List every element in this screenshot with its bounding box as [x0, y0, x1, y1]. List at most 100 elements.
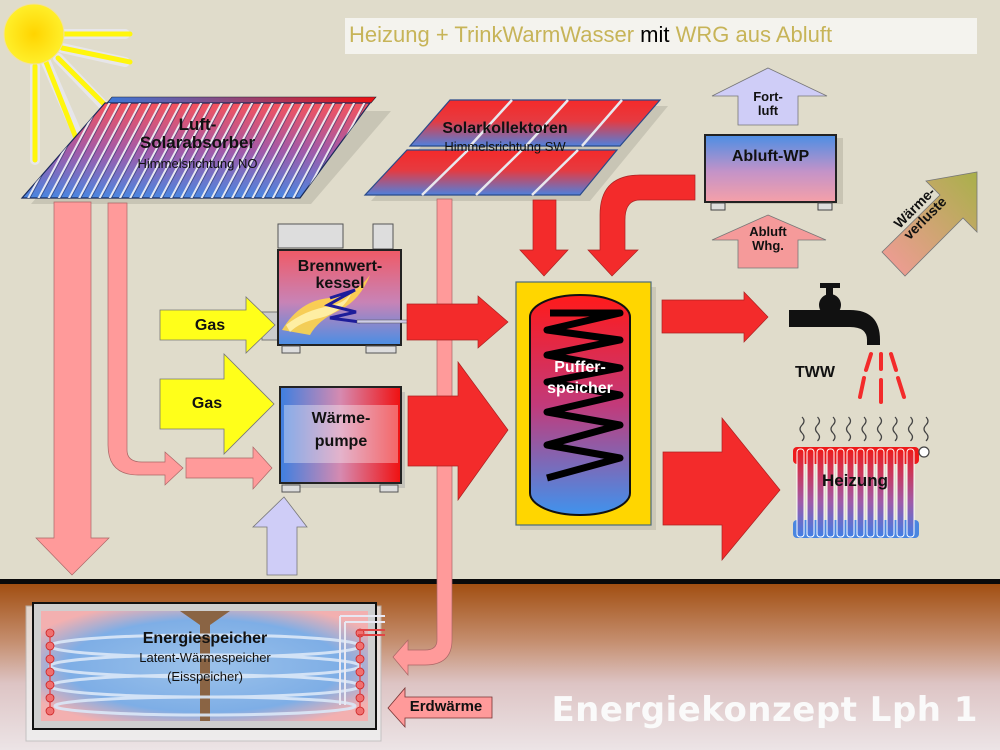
luft-solarabsorber-label: Luft- Solarabsorber Himmelsrichtung NO [115, 115, 280, 171]
pufferspeicher-line1: Puffer- [554, 359, 606, 376]
heat-wave-icon [892, 416, 898, 442]
solarkollektoren-subtitle: Himmelsrichtung SW [444, 139, 566, 155]
absorber-to-storage-arrow [35, 201, 110, 576]
heating-coil-dot [355, 667, 365, 677]
hp-to-buffer-arrow [407, 360, 509, 502]
wp-to-buffer-arrow [587, 174, 696, 277]
erdwaerme-arrow [387, 686, 493, 729]
heizung-label: Heizung [821, 471, 889, 490]
waermeverluste-arrow [881, 171, 978, 277]
heating-coil-dot [45, 667, 55, 677]
luft-solarabsorber-title-2: Solarabsorber [139, 133, 256, 153]
radiator-fin [906, 448, 915, 538]
title-mit: mit [640, 22, 670, 47]
bwk-to-buffer-arrow [406, 295, 509, 349]
energiespeicher-subtitle-2: (Eisspeicher) [167, 669, 243, 685]
heating-coil-dot [355, 680, 365, 690]
energiespeicher-tank [25, 602, 385, 742]
air-into-heatpump-arrow [252, 496, 308, 576]
gas-label-1: Gas [194, 317, 226, 334]
radiator-fin [846, 448, 855, 538]
radiator-fin [836, 448, 845, 538]
luft-solarabsorber-subtitle: Himmelsrichtung NO [137, 155, 258, 171]
absorber-to-heatpump-arrow [107, 202, 184, 486]
page-title: Heizung + TrinkWarmWasser mit WRG aus Ab… [349, 22, 832, 48]
fortluft-label: Fort- luft [738, 89, 798, 119]
buffer-to-heizung-arrow [662, 417, 781, 561]
waermepumpe-unit [279, 386, 405, 493]
brennwertkessel-line1: Brennwert- [297, 258, 383, 275]
abluft-whg-line1: Abluft [749, 224, 787, 239]
fortluft-line1: Fort- [753, 89, 783, 104]
gas-arrow-2 [159, 353, 275, 455]
gas-label-2: Gas [191, 395, 223, 412]
title-part1: Heizung + TrinkWarmWasser [349, 22, 635, 47]
heating-coil-dot [355, 693, 365, 703]
buffer-to-tww-arrow [661, 291, 769, 343]
heat-wave-icon [923, 416, 929, 442]
pufferspeicher-tank [515, 281, 656, 530]
solarkollektoren-label: Solarkollektoren Himmelsrichtung SW [420, 120, 590, 154]
heating-coil-dot [355, 654, 365, 664]
heat-wave-icon [861, 416, 867, 442]
abluft-whg-label: Abluft Whg. [735, 224, 801, 254]
radiator-fin [856, 448, 865, 538]
heat-wave-icon [830, 416, 836, 442]
heating-coil-dot [355, 706, 365, 716]
heating-coil-dot [45, 680, 55, 690]
solarkollektoren-title: Solarkollektoren [442, 120, 568, 137]
heating-coil-dot [45, 654, 55, 664]
radiator-fin [866, 448, 875, 538]
tww-label: TWW [795, 364, 835, 381]
heat-wave-icon [799, 416, 805, 442]
heating-coil-dot [45, 693, 55, 703]
waermepumpe-line2: pumpe [314, 433, 368, 451]
radiator-icon [793, 416, 930, 538]
solarkollektoren-panel [363, 99, 668, 201]
radiator-fin [796, 448, 805, 538]
gas-arrow-1 [159, 296, 276, 354]
title-part2: WRG aus Abluft [675, 22, 833, 47]
pufferspeicher-label: Puffer- speicher [530, 358, 630, 400]
abluft-whg-line2: Whg. [752, 238, 784, 254]
abluft-whg-arrow [711, 214, 827, 269]
heating-coil-dot [45, 641, 55, 651]
tap-icon [789, 283, 906, 404]
radiator-fin [816, 448, 825, 538]
brennwertkessel-label: Brennwert- kessel [280, 258, 400, 293]
fortluft-arrow [711, 67, 828, 126]
brennwertkessel-unit [261, 223, 418, 354]
heat-wave-icon [814, 416, 821, 442]
fortluft-line2: luft [757, 103, 779, 119]
radiator-fin [876, 448, 885, 538]
header-title-box: Heizung + TrinkWarmWasser mit WRG aus Ab… [345, 18, 977, 54]
luft-solarabsorber-title-1: Luft- [178, 115, 217, 134]
footer-title: Energiekonzept Lph 1 [551, 690, 978, 730]
heat-wave-icon [876, 416, 883, 442]
heating-coil-dot [45, 628, 55, 638]
erdwaerme-label: Erdwärme [409, 698, 483, 715]
pink-into-heatpump-arrow [185, 446, 273, 490]
heat-wave-icon [845, 416, 852, 442]
waermepumpe-label: Wärme- pumpe [282, 407, 400, 453]
abluft-wp-unit [704, 134, 843, 211]
brennwertkessel-line2: kessel [315, 275, 365, 293]
sun-icon [3, 3, 133, 165]
heating-coil-dot [45, 706, 55, 716]
heating-coil-dot [355, 641, 365, 651]
abluft-wp-label: Abluft-WP [731, 148, 810, 165]
radiator-fin [826, 448, 835, 538]
heat-wave-icon [907, 416, 914, 442]
radiator-fin [896, 448, 905, 538]
radiator-fin [806, 448, 815, 538]
energiespeicher-label: Energiespeicher Latent-Wärmespeicher (Ei… [105, 630, 305, 684]
luft-solarabsorber-panel [20, 96, 391, 204]
pufferspeicher-line2: speicher [547, 379, 613, 397]
energiespeicher-subtitle-1: Latent-Wärmespeicher [139, 650, 271, 666]
radiator-fin [886, 448, 895, 538]
ground-line [0, 579, 1000, 584]
collector-to-buffer-arrow [519, 199, 569, 277]
waermepumpe-line1: Wärme- [311, 410, 371, 427]
energiespeicher-title: Energiespeicher [142, 630, 268, 647]
